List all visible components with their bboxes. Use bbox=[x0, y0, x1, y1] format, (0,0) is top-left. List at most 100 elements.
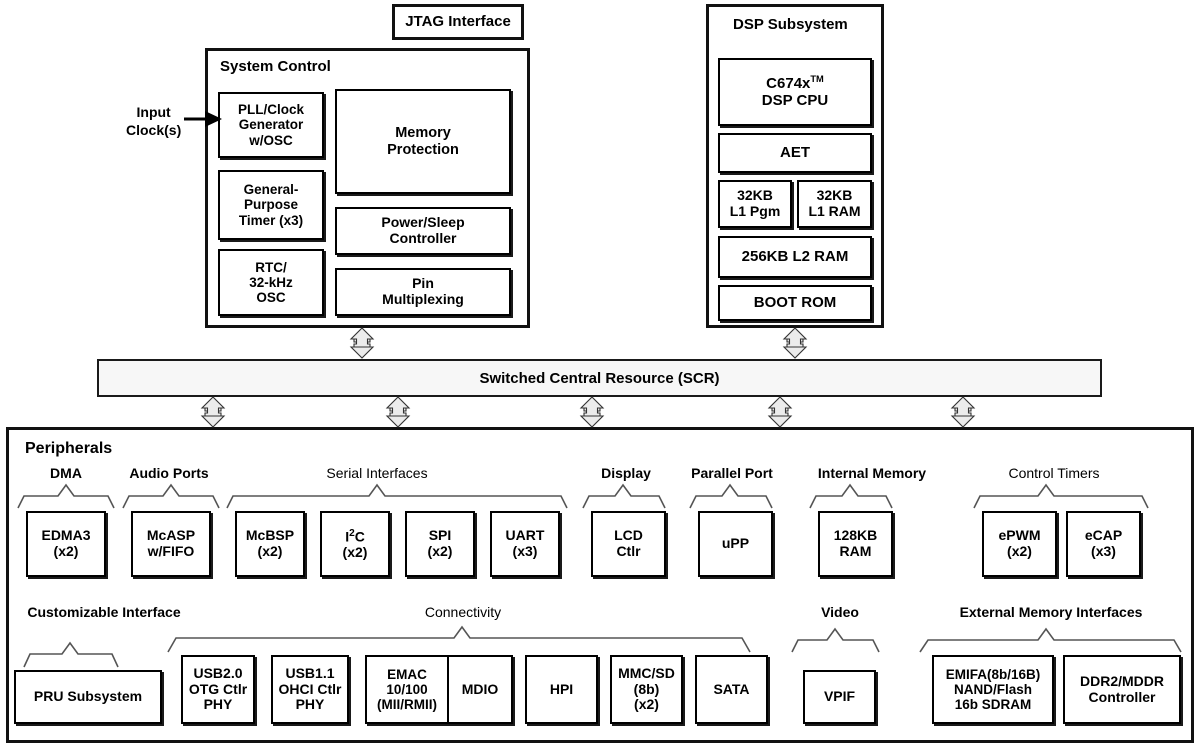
group-caption-control-timers: Control Timers bbox=[1008, 465, 1100, 481]
uart-block[interactable]: UART (x3) bbox=[490, 511, 560, 577]
emifa-line1: EMIFA(8b/16B) bbox=[945, 666, 1041, 682]
group-caption-external-memory-interfaces: External Memory Interfaces bbox=[959, 604, 1143, 620]
switched-central-resource-bar[interactable]: Switched Central Resource (SCR) bbox=[97, 359, 1102, 397]
psc-line2: Controller bbox=[389, 230, 457, 246]
ecap-line2: (x3) bbox=[1091, 543, 1116, 559]
group-caption-video: Video bbox=[821, 604, 859, 620]
spi-block[interactable]: SPI (x2) bbox=[405, 511, 475, 577]
emac-line2: 10/100 bbox=[386, 681, 428, 697]
bus-arrow-system-control-to-scr bbox=[350, 327, 374, 359]
psc-line1: Power/Sleep bbox=[381, 214, 465, 231]
dsp-cpu-line2: DSP CPU bbox=[761, 92, 829, 109]
lcd-line2: Ctlr bbox=[616, 543, 641, 559]
upp-label: uPP bbox=[721, 535, 750, 552]
group-caption-dma: DMA bbox=[50, 465, 82, 481]
jtag-interface-block[interactable]: JTAG Interface bbox=[392, 4, 524, 40]
hpi-block[interactable]: HPI bbox=[525, 655, 598, 724]
usb20-line3: PHY bbox=[203, 696, 233, 713]
hpi-label: HPI bbox=[549, 680, 574, 697]
general-purpose-timer-block[interactable]: General- Purpose Timer (x3) bbox=[218, 170, 324, 240]
mcasp-block[interactable]: McASP w/FIFO bbox=[131, 511, 211, 577]
spi-line1: SPI bbox=[428, 527, 452, 544]
edma3-line1: EDMA3 bbox=[41, 527, 91, 544]
ecap-line1: eCAP bbox=[1084, 527, 1123, 544]
usb20-otg-block[interactable]: USB2.0 OTG Ctlr PHY bbox=[181, 655, 255, 724]
l2-ram-block[interactable]: 256KB L2 RAM bbox=[718, 236, 872, 278]
rtc-32khz-osc-block[interactable]: RTC/ 32-kHz OSC bbox=[218, 249, 324, 316]
mmc-sd-block[interactable]: MMC/SD (8b) (x2) bbox=[610, 655, 683, 724]
edma3-block[interactable]: EDMA3 (x2) bbox=[26, 511, 106, 577]
mcasp-line2: w/FIFO bbox=[147, 543, 195, 559]
pru-label: PRU Subsystem bbox=[33, 688, 143, 705]
vpif-block[interactable]: VPIF bbox=[803, 670, 876, 724]
peripherals-title: Peripherals bbox=[25, 440, 113, 457]
usb11-ohci-block[interactable]: USB1.1 OHCI Ctlr PHY bbox=[271, 655, 349, 724]
pru-subsystem-block[interactable]: PRU Subsystem bbox=[14, 670, 162, 724]
bus-arrow-scr-to-peripherals-4 bbox=[768, 396, 792, 428]
i2c-line2: (x2) bbox=[342, 543, 368, 560]
input-clock-label-line1: Input bbox=[136, 104, 171, 120]
epwm-line2: (x2) bbox=[1007, 543, 1032, 559]
usb11-line1: USB1.1 bbox=[285, 664, 335, 681]
emac-line3: (MII/RMII) bbox=[377, 697, 437, 713]
spi-line2: (x2) bbox=[427, 543, 453, 559]
pin-multiplexing-block[interactable]: Pin Multiplexing bbox=[335, 268, 511, 316]
aet-block[interactable]: AET bbox=[718, 133, 872, 173]
mcbsp-block[interactable]: McBSP (x2) bbox=[235, 511, 305, 577]
usb11-line2: OHCI Ctlr bbox=[278, 680, 342, 697]
gpt-line1: General- bbox=[243, 182, 299, 198]
bus-arrow-scr-to-peripherals-3 bbox=[580, 396, 604, 428]
trademark-icon: TM bbox=[810, 74, 824, 85]
mmcsd-line2: (8b) bbox=[633, 680, 660, 697]
scr-label: Switched Central Resource (SCR) bbox=[479, 369, 720, 387]
lcd-ctlr-block[interactable]: LCD Ctlr bbox=[591, 511, 666, 577]
ddr2-line2: Controller bbox=[1088, 688, 1156, 705]
ddr2-mddr-controller-block[interactable]: DDR2/MDDR Controller bbox=[1063, 655, 1181, 724]
pinmux-line1: Pin bbox=[412, 275, 434, 292]
lcd-line1: LCD bbox=[614, 527, 643, 544]
uart-line2: (x3) bbox=[512, 543, 538, 559]
internal-ram-block[interactable]: 128KB RAM bbox=[818, 511, 893, 577]
memory-protection-block[interactable]: Memory Protection bbox=[335, 89, 511, 194]
pinmux-line2: Multiplexing bbox=[382, 291, 464, 307]
l1-pgm-block[interactable]: 32KB L1 Pgm bbox=[718, 180, 792, 228]
usb20-line2: OTG Ctlr bbox=[188, 680, 248, 697]
pll-line3: w/OSC bbox=[249, 132, 293, 148]
emifa-block[interactable]: EMIFA(8b/16B) NAND/Flash 16b SDRAM bbox=[932, 655, 1054, 724]
l1ram-line1: 32KB bbox=[816, 187, 853, 204]
mcbsp-line2: (x2) bbox=[257, 543, 283, 559]
group-caption-parallel-port: Parallel Port bbox=[691, 465, 773, 481]
mdio-label: MDIO bbox=[461, 680, 499, 697]
rtc-line3: OSC bbox=[256, 290, 286, 306]
dsp-subsystem-title: DSP Subsystem bbox=[733, 16, 848, 33]
i2c-line1: I2C bbox=[345, 527, 365, 545]
sata-block[interactable]: SATA bbox=[695, 655, 768, 724]
bootrom-label: BOOT ROM bbox=[753, 293, 837, 311]
pll-clock-generator-block[interactable]: PLL/Clock Generator w/OSC bbox=[218, 92, 324, 158]
emac-mdio-group-block[interactable]: EMAC 10/100 (MII/RMII) MDIO bbox=[365, 655, 513, 724]
bus-arrow-dsp-to-scr bbox=[783, 327, 807, 359]
mcasp-line1: McASP bbox=[146, 527, 196, 544]
ecap-block[interactable]: eCAP (x3) bbox=[1066, 511, 1141, 577]
mdio-block[interactable]: MDIO bbox=[449, 657, 511, 722]
epwm-block[interactable]: ePWM (x2) bbox=[982, 511, 1057, 577]
group-caption-display: Display bbox=[601, 465, 651, 481]
upp-block[interactable]: uPP bbox=[698, 511, 773, 577]
power-sleep-controller-block[interactable]: Power/Sleep Controller bbox=[335, 207, 511, 255]
boot-rom-block[interactable]: BOOT ROM bbox=[718, 285, 872, 321]
emac-line1: EMAC bbox=[387, 666, 427, 682]
edma3-line2: (x2) bbox=[53, 543, 79, 559]
intram-line2: RAM bbox=[839, 543, 872, 559]
dsp-cpu-block[interactable]: C674xTM DSP CPU bbox=[718, 58, 872, 126]
mmcsd-line3: (x2) bbox=[634, 696, 659, 713]
l1-ram-block[interactable]: 32KB L1 RAM bbox=[797, 180, 872, 228]
group-caption-audio-ports: Audio Ports bbox=[129, 465, 209, 481]
usb11-line3: PHY bbox=[295, 696, 325, 713]
intram-line1: 128KB bbox=[833, 527, 878, 544]
group-caption-customizable-interface: Customizable Interface bbox=[27, 604, 181, 620]
usb20-line1: USB2.0 bbox=[193, 664, 243, 681]
emac-block[interactable]: EMAC 10/100 (MII/RMII) bbox=[367, 657, 449, 722]
i2c-block[interactable]: I2C (x2) bbox=[320, 511, 390, 577]
memprot-line2: Protection bbox=[387, 141, 459, 158]
